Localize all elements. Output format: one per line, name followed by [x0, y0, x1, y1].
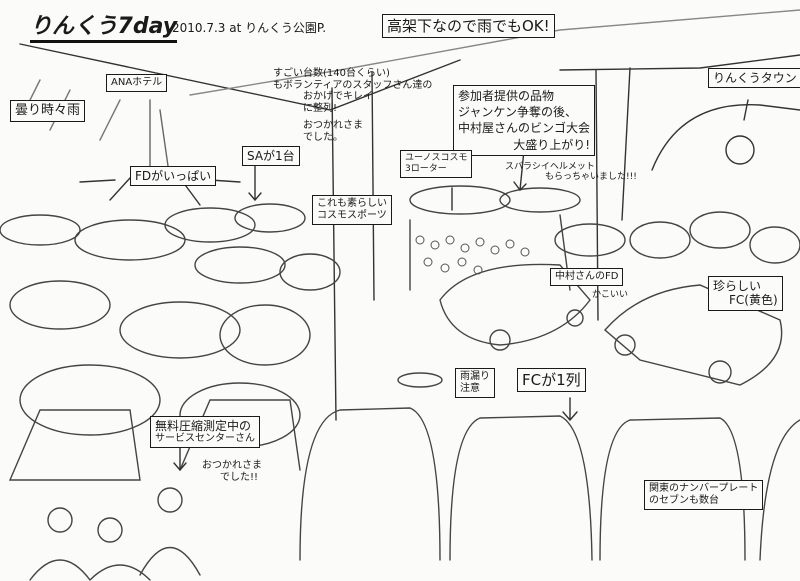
under-bridge-label: 高架下なので雨でもOK!: [382, 14, 555, 38]
note-line: のセブンも数台: [649, 495, 719, 506]
fc-row-label: FCが1列: [517, 368, 586, 392]
note-line: でした!!: [220, 471, 259, 483]
yellow-fc-label: 珍らしい FC(黄色): [708, 276, 783, 311]
note-line: もらっちゃいました!!!: [545, 172, 637, 183]
note-line: 3ローター: [405, 163, 447, 174]
sa-one-label: SAが1台: [242, 146, 300, 167]
note-line: 参加者提供の品物: [458, 89, 555, 103]
note-line: FC(黄色): [729, 293, 778, 308]
service-thanks: おつかれさま でした!!: [202, 460, 262, 483]
note-line: おつかれさま: [303, 120, 363, 131]
note-line: サービスセンターさん: [155, 433, 255, 445]
cosmo-sport-label: これも素らしい コスモスポーツ: [312, 195, 392, 225]
note-line: 中村屋さんのビンゴ大会: [458, 121, 591, 136]
helmet-note: スバラシイヘルメット もらっちゃいました!!!: [505, 162, 637, 183]
note-line: すごい台数(140台くらい): [273, 68, 390, 79]
note-line: おつかれさま: [202, 460, 262, 471]
prizes-note: 参加者提供の品物 ジャンケン争奪の後、 中村屋さんのビンゴ大会 大盛り上がり!: [453, 85, 596, 156]
note-line: コスモスポーツ: [317, 210, 387, 221]
hotel-label: ANAホテル: [106, 74, 168, 92]
note-line: もボランティアのスタッフさん達の: [273, 79, 433, 91]
count-note: すごい台数(140台くらい) もボランティアのスタッフさん達の おかげでキレイ …: [273, 68, 432, 143]
nakamura-fd-label: 中村さんのFD: [550, 268, 624, 286]
note-line: おかげでキレイ: [303, 91, 373, 102]
page-title: りんくう7day: [30, 14, 178, 44]
note-line: 珍らしい: [713, 279, 762, 293]
note-line: 注意: [460, 383, 480, 394]
note-line: これも素らしい: [317, 198, 387, 209]
note-line: 大盛り上がり!: [513, 137, 591, 152]
note-line: 雨漏り: [460, 371, 490, 382]
cosmo-3rotor-label: ユーノスコスモ 3ローター: [400, 150, 473, 178]
note-line: 無料圧縮測定中の: [155, 419, 252, 433]
note-line: 関東のナンバープレート: [649, 483, 759, 494]
nakamura-fd-comment: かこいい: [592, 290, 629, 300]
service-center-label: 無料圧縮測定中の サービスセンターさん: [150, 416, 260, 449]
date-location: 2010.7.3 at りんくう公園P.: [172, 21, 327, 35]
rinku-town-label: りんくうタウン: [708, 68, 800, 89]
kanto-plates-label: 関東のナンバープレート のセブンも数台: [644, 480, 764, 510]
note-line: に整列!: [303, 102, 338, 114]
note-line: ジャンケン争奪の後、: [458, 105, 578, 120]
note-line: スバラシイヘルメット: [505, 162, 595, 172]
fd-many-label: FDがいっぱい: [130, 166, 217, 187]
weather-label: 曇り時々雨: [10, 100, 86, 122]
leak-warning-label: 雨漏り 注意: [455, 368, 495, 398]
note-line: でした。: [303, 131, 343, 143]
note-line: ユーノスコスモ: [405, 153, 468, 163]
